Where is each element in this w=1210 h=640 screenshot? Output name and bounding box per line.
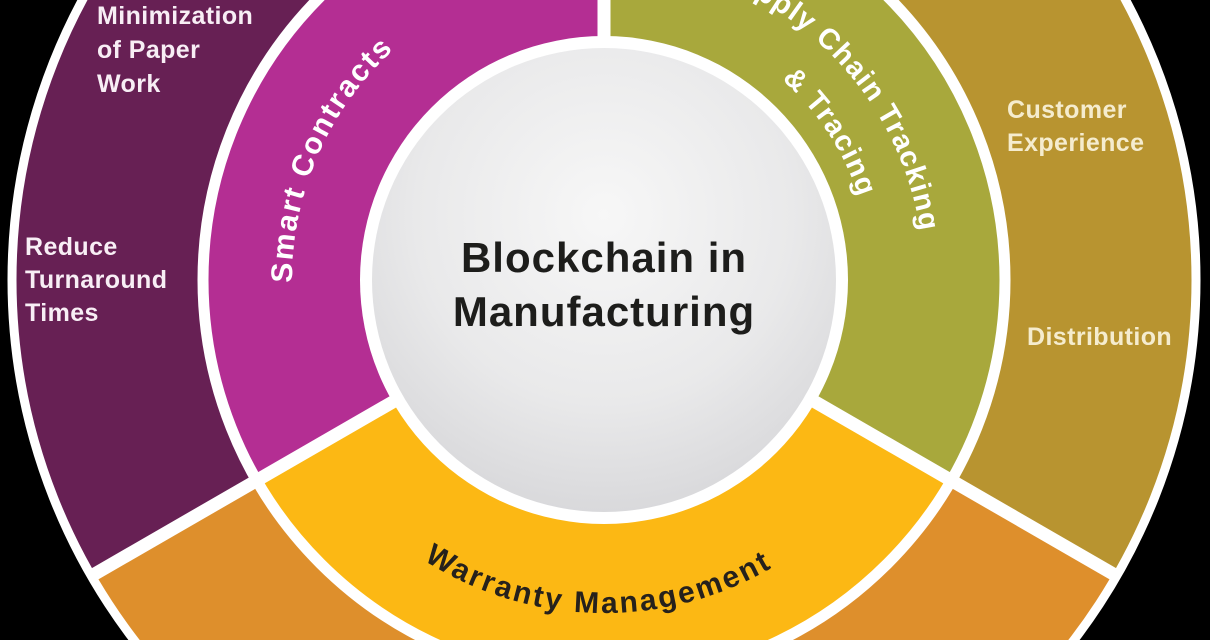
center-title-line1: Blockchain in <box>461 234 747 281</box>
label-reduce-line3: Times <box>25 299 99 327</box>
segment-divider-right <box>805 392 1124 584</box>
ring-boundary-circle <box>197 0 1011 640</box>
segment-divider-left <box>84 392 403 584</box>
label-reduce-line1: Reduce <box>25 233 118 261</box>
center-circle <box>372 48 836 512</box>
center-title-line2: Manufacturing <box>453 288 755 335</box>
label-minimization-line1: Minimization <box>97 2 253 30</box>
label-minimization-line3: Work <box>97 70 161 98</box>
outer-edge-circle <box>7 0 1201 640</box>
label-reduce-line2: Turnaround <box>25 266 167 294</box>
label-minimization-line2: of Paper <box>97 36 200 64</box>
label-customer-line2: Experience <box>1007 129 1144 157</box>
label-customer-line1: Customer <box>1007 96 1127 124</box>
label-distribution: Distribution <box>1027 323 1172 351</box>
